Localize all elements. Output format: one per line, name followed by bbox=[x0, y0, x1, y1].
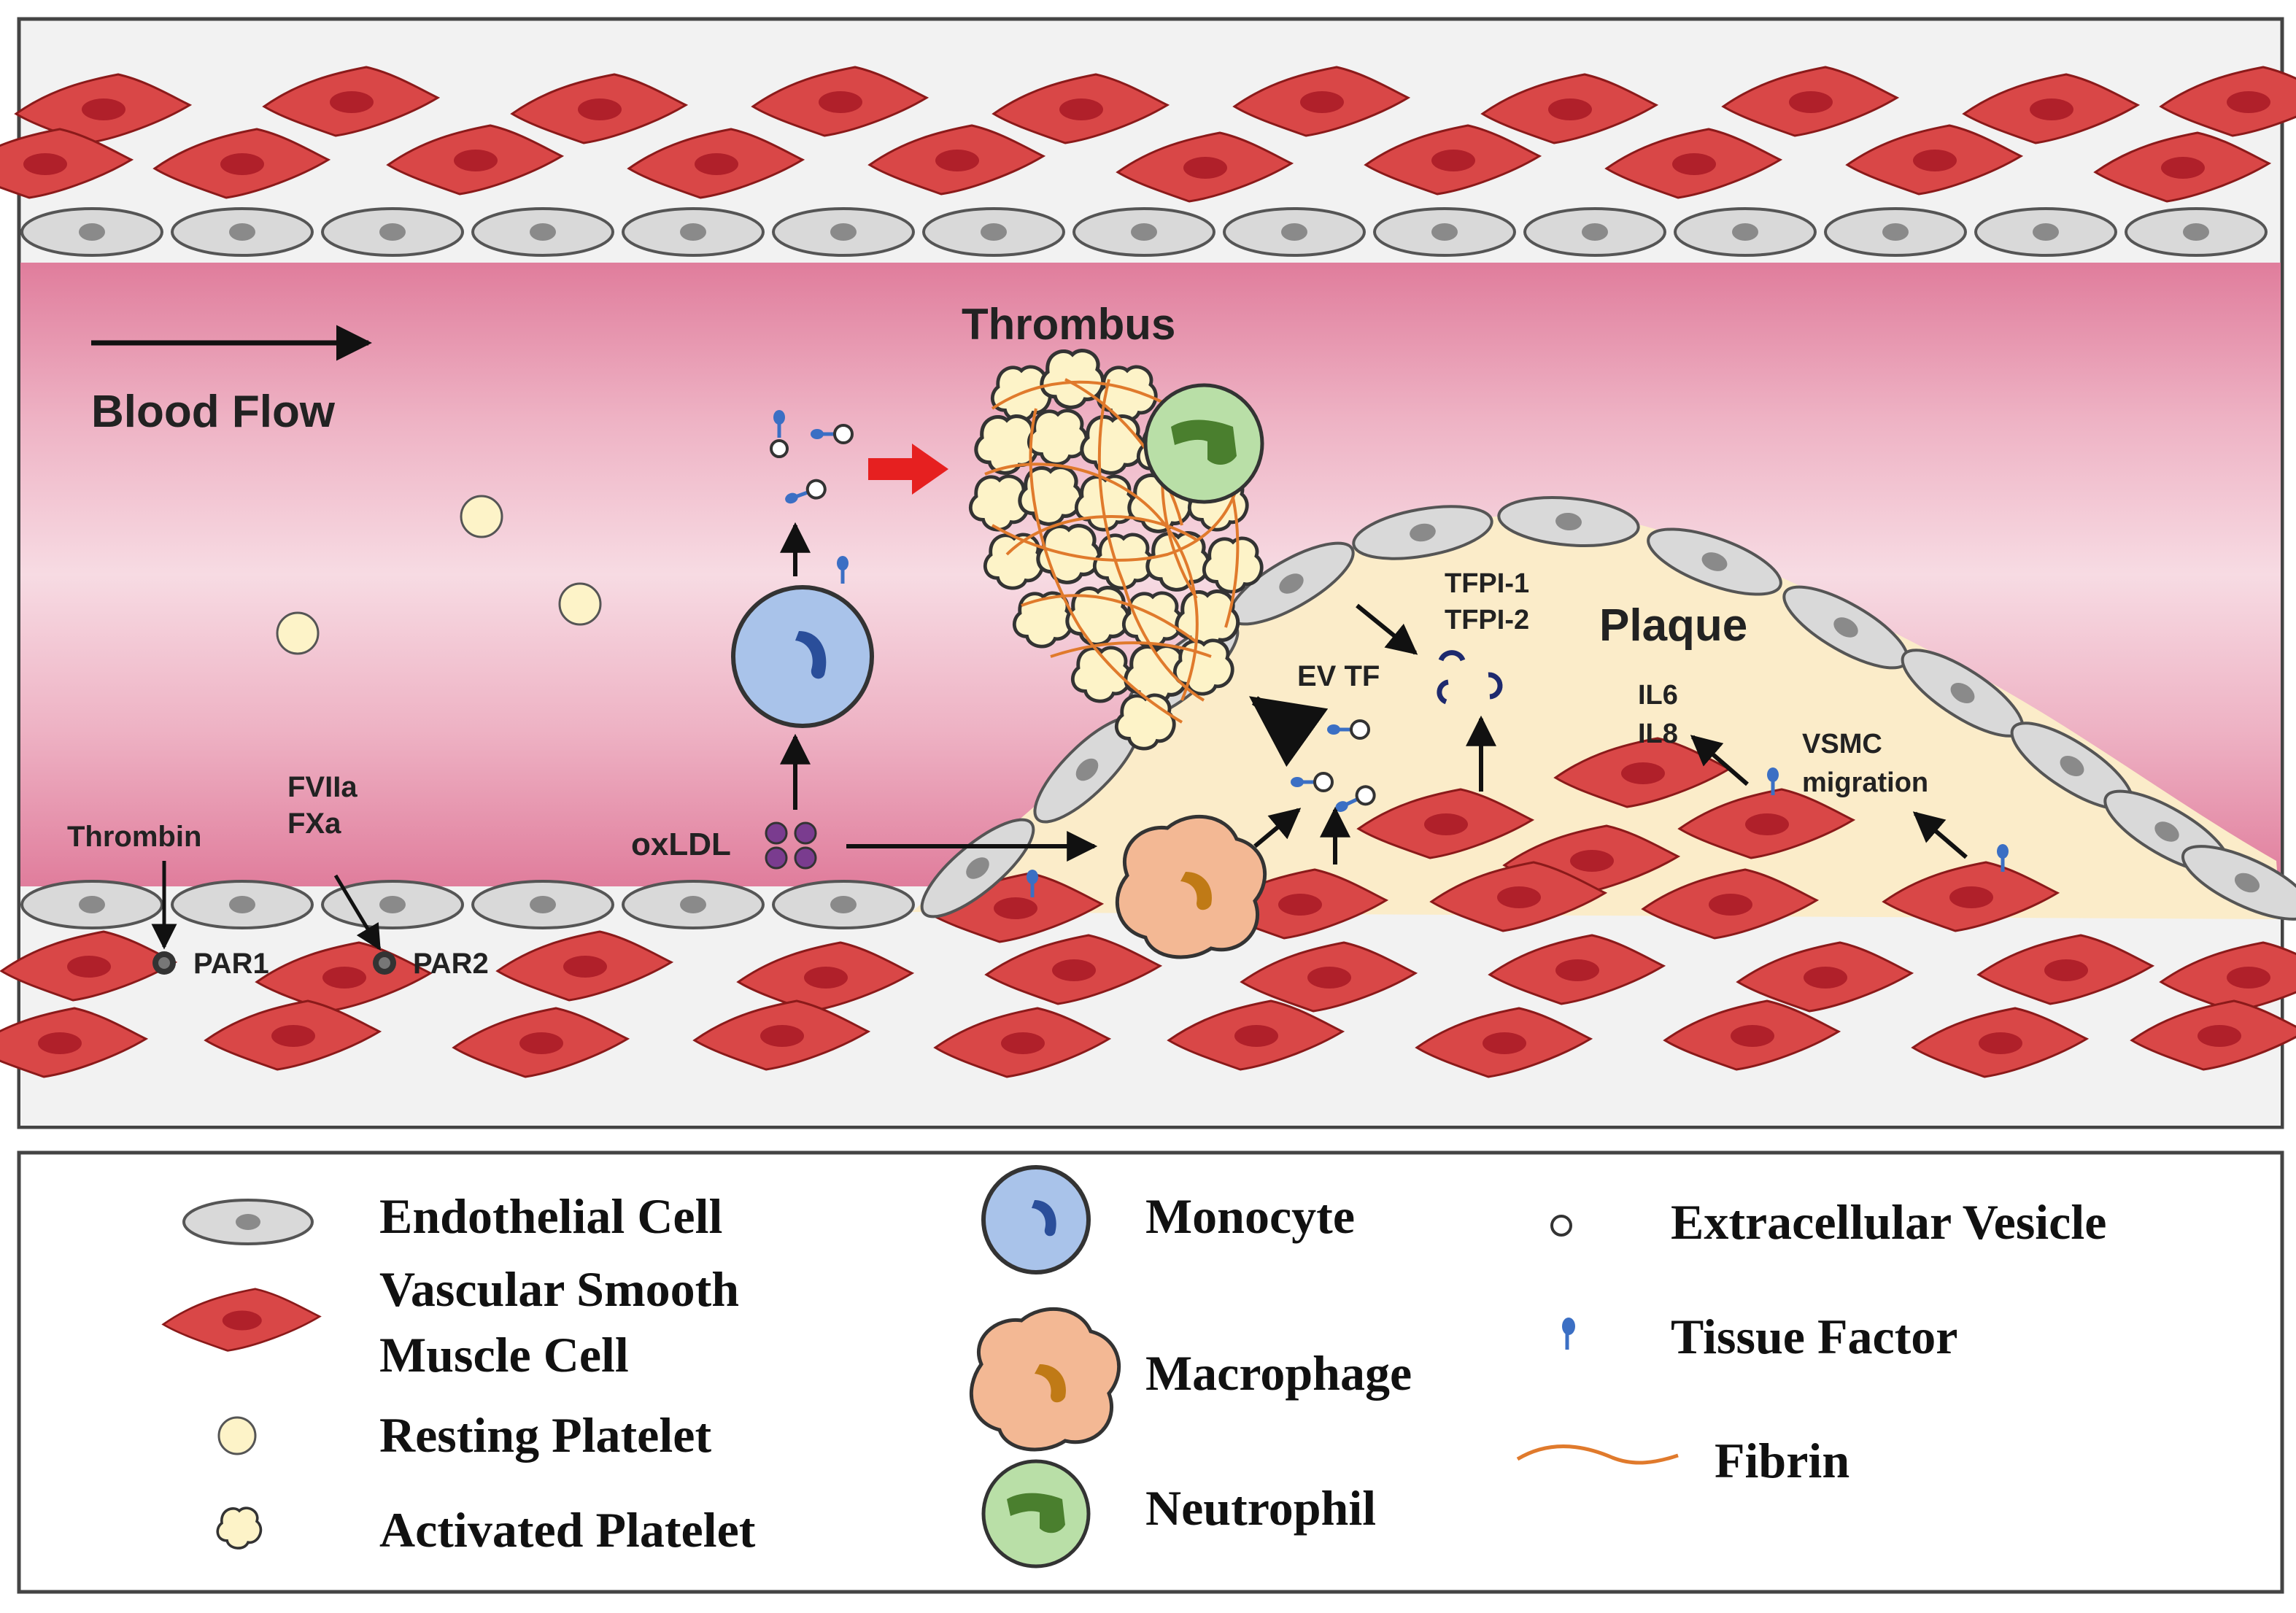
legend-neutrophil-label: Neutrophil bbox=[1145, 1480, 1376, 1536]
legend-endothelial-icon bbox=[182, 1199, 314, 1245]
thrombus-label: Thrombus bbox=[962, 300, 1175, 349]
vsmc-label: VSMC bbox=[1802, 729, 1882, 759]
monocyte bbox=[731, 585, 874, 728]
par2-label: PAR2 bbox=[413, 948, 489, 980]
il6-label: IL6 bbox=[1638, 680, 1678, 711]
legend-neutrophil-icon bbox=[981, 1459, 1091, 1568]
legend-tissue-factor-label: Tissue Factor bbox=[1671, 1309, 1958, 1364]
arrow-ev-to-thrombus bbox=[1249, 696, 1329, 767]
par1-label: PAR1 bbox=[193, 948, 269, 980]
legend-extracellular-vesicle-label: Extracellular Vesicle bbox=[1671, 1194, 2106, 1250]
legend-activated-platelet-label: Activated Platelet bbox=[379, 1502, 756, 1558]
fxa-label: FXa bbox=[287, 808, 341, 840]
arrow-smc-to-il bbox=[1690, 735, 1749, 786]
legend-macrophage-label: Macrophage bbox=[1145, 1345, 1412, 1401]
legend-macrophage-icon bbox=[969, 1307, 1121, 1452]
arrow-macrophage-to-ev bbox=[1253, 808, 1302, 848]
oxldl-label: oxLDL bbox=[631, 827, 731, 862]
tfpi1-label: TFPI-1 bbox=[1445, 568, 1529, 599]
tfpi-molecules bbox=[1437, 650, 1503, 705]
legend-monocyte-label: Monocyte bbox=[1145, 1188, 1355, 1244]
monocyte-extracellular-vesicles bbox=[770, 410, 852, 508]
arrow-tf-to-vsmc-migration bbox=[1912, 811, 1968, 859]
par2-receptor bbox=[373, 951, 396, 975]
legend-fibrin-icon bbox=[1516, 1444, 1679, 1465]
legend-vsmc-label-line2: Muscle Cell bbox=[379, 1327, 629, 1382]
thrombin-label: Thrombin bbox=[67, 821, 201, 853]
macrophage bbox=[1115, 814, 1267, 959]
oxldl-particles bbox=[765, 821, 817, 870]
legend-fibrin-label: Fibrin bbox=[1715, 1433, 1849, 1488]
legend-resting-platelet-icon bbox=[217, 1416, 257, 1455]
legend-tissue-factor-icon bbox=[1562, 1318, 1575, 1350]
top-endothelial-layer bbox=[20, 207, 2268, 257]
red-arrow-to-thrombus bbox=[868, 444, 948, 495]
legend-frame bbox=[17, 1150, 2284, 1594]
tfpi2-label: TFPI-2 bbox=[1445, 605, 1529, 635]
il8-label: IL8 bbox=[1638, 719, 1678, 749]
arrow-fviia-fxa-to-par2 bbox=[333, 874, 382, 951]
fviia-label: FVIIa bbox=[287, 771, 357, 803]
ev-tf-label: EV TF bbox=[1297, 660, 1380, 692]
plaque-label: Plaque bbox=[1599, 600, 1747, 651]
blood-flow-label: Blood Flow bbox=[91, 387, 336, 437]
legend-vsmc-label-line1: Vascular Smooth bbox=[379, 1261, 739, 1317]
arrow-cap-to-tfpi bbox=[1356, 603, 1418, 655]
resting-platelets bbox=[276, 495, 602, 655]
legend-monocyte-icon bbox=[981, 1165, 1091, 1274]
par1-receptor bbox=[152, 951, 176, 975]
legend-extracellular-vesicle-icon bbox=[1550, 1215, 1572, 1237]
migration-label: migration bbox=[1802, 767, 1928, 798]
legend-endothelial-label: Endothelial Cell bbox=[379, 1188, 722, 1244]
legend-resting-platelet-label: Resting Platelet bbox=[379, 1407, 711, 1463]
neutrophil bbox=[1143, 383, 1264, 504]
